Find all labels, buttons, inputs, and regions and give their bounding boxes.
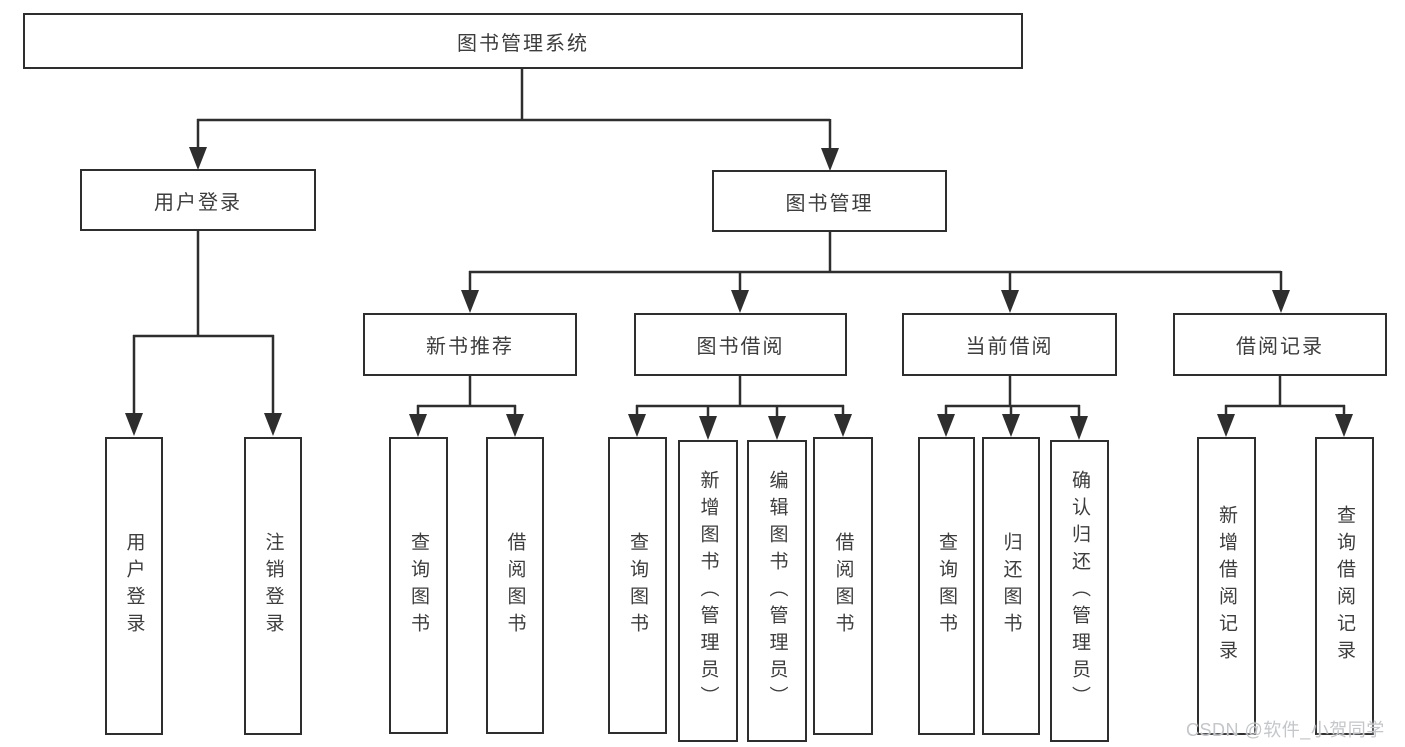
node-label: 借阅图书 (832, 532, 854, 640)
node-label: 归还图书 (1000, 532, 1022, 640)
node-label: 查询借阅记录 (1334, 505, 1355, 667)
leaf-borrow-books-recommend: 借阅图书 (486, 437, 544, 734)
node-label: 编辑图书（管理员） (766, 469, 788, 713)
node-label: 新增借阅记录 (1216, 505, 1237, 667)
node-label: 注销登录 (262, 532, 284, 640)
leaf-user-login: 用户登录 (105, 437, 163, 735)
node-label: 图书借阅 (696, 336, 785, 358)
node-library-management-system: 图书管理系统 (23, 13, 1023, 69)
node-label: 查询图书 (627, 531, 648, 640)
node-new-book-recommend: 新书推荐 (363, 313, 577, 376)
node-book-management: 图书管理 (712, 170, 947, 232)
leaf-edit-books-admin: 编辑图书（管理员） (747, 440, 807, 742)
node-label: 图书管理系统 (457, 32, 589, 55)
leaf-confirm-return-admin: 确认归还（管理员） (1050, 440, 1109, 742)
node-book-borrow: 图书借阅 (634, 313, 847, 376)
node-label: 用户登录 (123, 532, 145, 640)
leaf-add-borrow-record: 新增借阅记录 (1197, 437, 1256, 735)
node-label: 借阅图书 (504, 531, 526, 640)
node-label: 新增图书（管理员） (697, 469, 719, 713)
node-label: 查询图书 (408, 531, 429, 640)
node-borrow-records: 借阅记录 (1173, 313, 1387, 376)
leaf-return-books: 归还图书 (982, 437, 1040, 735)
node-label: 用户登录 (154, 191, 242, 214)
node-label: 查询图书 (936, 532, 957, 640)
leaf-query-books-current: 查询图书 (918, 437, 975, 735)
node-label: 当前借阅 (965, 336, 1054, 358)
node-label: 确认归还（管理员） (1069, 469, 1090, 713)
leaf-add-books-admin: 新增图书（管理员） (678, 440, 738, 742)
csdn-watermark: CSDN @软件_小贺同学 (1186, 720, 1385, 740)
node-current-borrow: 当前借阅 (902, 313, 1117, 376)
node-label: 新书推荐 (426, 336, 514, 358)
node-user-login: 用户登录 (80, 169, 316, 231)
leaf-borrow-books: 借阅图书 (813, 437, 873, 735)
leaf-query-books-recommend: 查询图书 (389, 437, 448, 734)
leaf-logout: 注销登录 (244, 437, 302, 735)
node-label: 图书管理 (785, 192, 874, 215)
node-label: 借阅记录 (1236, 336, 1324, 358)
leaf-query-borrow-record: 查询借阅记录 (1315, 437, 1374, 735)
leaf-query-books-borrow: 查询图书 (608, 437, 667, 734)
